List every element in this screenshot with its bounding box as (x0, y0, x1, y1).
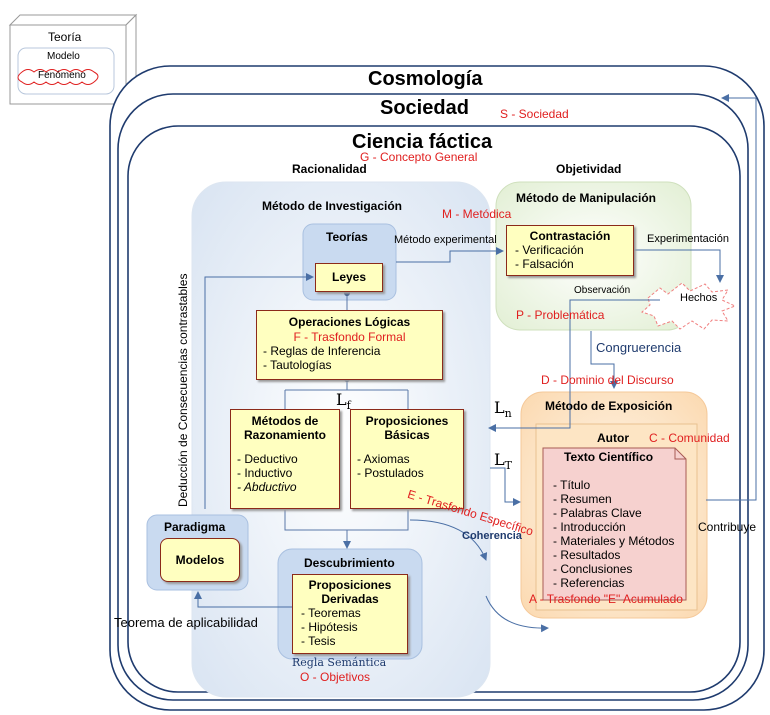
tag-general-concept: G - Concepto General (360, 150, 478, 164)
contrast-title: Contrastación (529, 229, 611, 243)
tag-accumulated-background: A - Trasfondo "E" Acumulado (529, 592, 683, 606)
exposition-title: Método de Exposición (545, 399, 673, 413)
text-section: - Introducción (553, 520, 626, 534)
laws-box: Leyes (315, 263, 383, 292)
tag-objectives: O - Objetivos (300, 670, 371, 684)
basic-props-title: Proposiciones Básicas (365, 414, 449, 442)
tag-methodic: M - Metódica (442, 207, 512, 221)
logical-ops-box: Operaciones Lógicas F - Trasfondo Formal… (256, 310, 443, 380)
reasoning-box: Métodos de Razonamiento - Deductivo - In… (230, 409, 340, 509)
derived-item: - Tesis (301, 634, 336, 648)
legend-model: Modelo (47, 51, 80, 62)
edge-experimental-method: Método experimental (394, 234, 497, 246)
tag-formal-background: F - Trasfondo Formal (293, 330, 406, 344)
ln-symbol: Ln (494, 398, 512, 421)
reasoning-item: - Abductivo (237, 480, 297, 494)
scientific-text-title: Texto Científico (564, 450, 654, 464)
contrast-item: - Falsación (515, 257, 574, 271)
text-section: - Referencias (553, 576, 625, 590)
text-section: - Palabras Clave (553, 506, 642, 520)
paradigm-title: Paradigma (164, 520, 226, 534)
manipulation-title: Método de Manipulación (516, 191, 656, 205)
edge-experimentation: Experimentación (647, 233, 729, 245)
models-label: Modelos (175, 553, 225, 567)
investigation-title: Método de Investigación (262, 199, 403, 213)
hechos-burst (641, 282, 737, 330)
edge-observation: Observación (574, 285, 631, 296)
edge-applicability: Teorema de aplicabilidad (114, 615, 258, 630)
tag-discourse-domain: D - Dominio del Discurso (541, 373, 674, 387)
reasoning-item: - Deductivo (237, 452, 298, 466)
theories-label: Teorías (326, 230, 368, 244)
tag-community: C - Comunidad (649, 431, 730, 445)
derived-item: - Teoremas (301, 606, 361, 620)
author-label: Autor (597, 431, 629, 445)
text-section: - Materiales y Métodos (553, 534, 675, 548)
laws-label: Leyes (331, 270, 367, 284)
legend-phenomenon: Fenómeno (38, 70, 86, 81)
text-section: - Resultados (553, 548, 621, 562)
basic-prop-item: - Postulados (357, 466, 424, 480)
text-section: - Resumen (553, 492, 612, 506)
logical-op-item: - Tautologías (263, 358, 332, 372)
edge-deduction: Deducción de Consecuencias contrastables (176, 273, 190, 507)
legend-theory: Teoría (48, 30, 82, 44)
edge-semantic-rule: Regla Semántica (292, 656, 387, 669)
legend-cube (8, 13, 138, 106)
contrast-box: Contrastación - Verificación - Falsación (506, 225, 634, 276)
lf-symbol: Lf (336, 390, 351, 413)
text-section: - Conclusiones (553, 562, 633, 576)
tag-problematic: P - Problemática (516, 308, 605, 322)
tag-society: S - Sociedad (500, 107, 569, 121)
logical-op-item: - Reglas de Inferencia (263, 344, 381, 358)
derived-item: - Hipótesis (301, 620, 358, 634)
cosmology-title: Cosmología (368, 68, 483, 90)
lt-symbol: LT (494, 450, 512, 473)
discovery-title: Descubrimiento (304, 556, 395, 570)
derived-props-box: Proposiciones Derivadas - Teoremas - Hip… (292, 574, 408, 654)
text-section: - Título (553, 478, 591, 492)
scientific-text-list: - Título - Resumen - Palabras Clave - In… (553, 478, 674, 590)
edge-congruence: Congruerencia (596, 340, 682, 355)
facts-label: Hechos (680, 292, 718, 304)
society-title: Sociedad (380, 97, 469, 119)
contrast-item: - Verificación (515, 243, 584, 257)
factual-science-title: Ciencia fáctica (352, 131, 493, 153)
derived-props-title: Proposiciones Derivadas (308, 578, 392, 606)
basic-props-box: Proposiciones Básicas - Axiomas - Postul… (350, 409, 464, 509)
heading-objectivity: Objetividad (556, 162, 622, 176)
basic-prop-item: - Axiomas (357, 452, 410, 466)
heading-rationality: Racionalidad (292, 162, 367, 176)
reasoning-item: - Inductivo (237, 466, 293, 480)
edge-coherence: Coherencia (462, 530, 522, 542)
edge-contributes: Contribuye (698, 520, 757, 534)
reasoning-title: Métodos de Razonamiento (243, 414, 326, 442)
scientific-text-page (542, 447, 687, 601)
logical-ops-title: Operaciones Lógicas (288, 315, 411, 329)
models-box: Modelos (160, 538, 240, 582)
